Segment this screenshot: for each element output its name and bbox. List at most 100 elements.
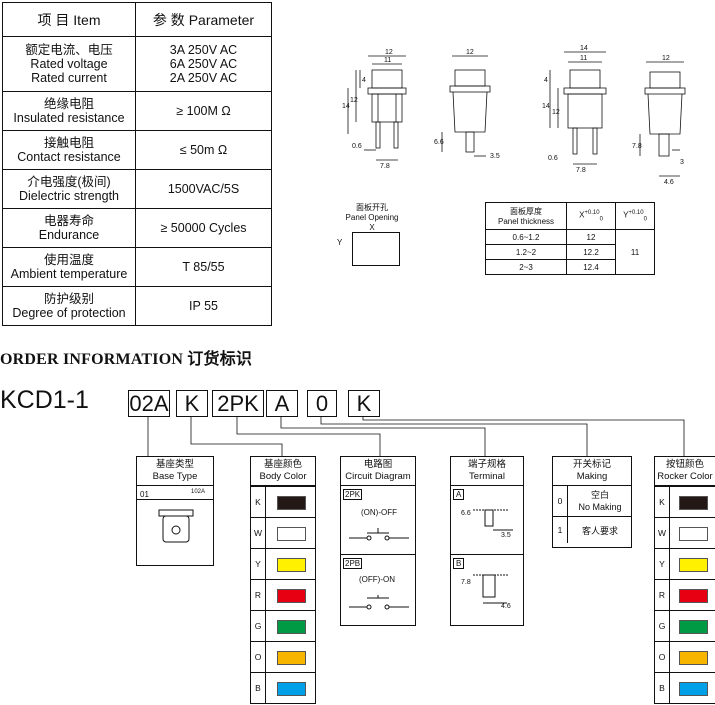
terminal-option-a: A 6.6 3.5 (451, 486, 523, 555)
order-information-title: ORDER INFORMATION 订货标识 (0, 351, 253, 368)
body-color-code: O (251, 642, 266, 672)
thickness-y-header: Y+0.100 (615, 202, 655, 230)
dim-d3-pitch: 7.8 (576, 167, 586, 174)
dim-d1-pitch: 7.8 (380, 163, 390, 170)
body-color-option: G (251, 610, 315, 641)
panel-opening-x: X (369, 223, 375, 232)
circuit-2pb-icon (349, 595, 409, 610)
thickness-x-header: X+0.100 (566, 202, 616, 230)
dim-d4-step: 3 (680, 159, 684, 166)
drawing-side-view-2: 12 7.8 3 4.6 (632, 55, 686, 186)
body-color-code: B (251, 673, 266, 703)
param-value: ≥ 50000 Cycles (135, 208, 272, 248)
body-color-swatch (277, 496, 306, 510)
rocker-color-code: B (655, 673, 670, 703)
model-prefix: KCD1-1 (0, 386, 89, 414)
dim-d4-base: 4.6 (664, 179, 674, 186)
circuit-option-2pb: 2PB (OFF)-ON (341, 555, 415, 623)
switch-base-icon (158, 509, 194, 543)
panel-opening-title-cn: 面板开孔 (356, 203, 388, 212)
rocker-color-option: R (655, 579, 715, 610)
dim-d2-top: 12 (466, 49, 474, 56)
rocker-color-code: Y (655, 549, 670, 579)
switch-technical-drawings: 12 11 4 14 12 0.6 7.8 12 6.6 3.5 14 11 4… (342, 45, 686, 186)
body-color-option: R (251, 579, 315, 610)
thickness-y-value: 11 (615, 229, 655, 275)
rocker-color-swatch (679, 496, 708, 510)
rocker-color-option: W (655, 517, 715, 548)
rocker-color-code: G (655, 611, 670, 641)
dim-d1-cap: 4 (362, 77, 366, 84)
body-color-code: Y (251, 549, 266, 579)
param-value: ≤ 50m Ω (135, 130, 272, 170)
body-color-swatch (277, 620, 306, 634)
dim-d2-pin: 6.6 (434, 139, 444, 146)
body-color-code: W (251, 518, 266, 548)
order-connector-lines (147, 416, 685, 456)
drawing-front-view-2: 14 11 4 14 12 0.6 7.8 (542, 45, 607, 174)
dim-d3-top: 14 (580, 45, 588, 52)
circuit-option-2pk: 2PK (ON)-OFF (341, 486, 415, 555)
rocker-color-code: K (655, 487, 670, 517)
body-color-swatch (277, 651, 306, 665)
body-color-option: B (251, 672, 315, 703)
rocker-color-option: B (655, 672, 715, 703)
code-base-type: 02A (128, 390, 170, 417)
rocker-color-swatch (679, 589, 708, 603)
panel-opening-title-en: Panel Opening (345, 213, 399, 222)
rocker-color-swatch (679, 558, 708, 572)
dim-d1-pin: 0.6 (352, 143, 362, 150)
dim-d3-inner: 11 (580, 55, 587, 62)
thickness-row: 1.2~2 12.2 (485, 244, 655, 260)
body-color-option: O (251, 641, 315, 672)
code-circuit: 2PK (212, 390, 264, 417)
param-value: T 85/55 (135, 247, 272, 287)
rocker-color-swatch (679, 651, 708, 665)
rocker-color-option: G (655, 610, 715, 641)
base-type-model: 102A (191, 489, 206, 495)
thickness-row: 0.6~1.2 12 11 (485, 229, 655, 275)
terminal-a-icon (473, 509, 513, 531)
dim-d1-height: 14 (342, 103, 350, 110)
dim-d1-body: 12 (350, 97, 358, 104)
param-value: IP 55 (135, 286, 272, 326)
dim-d2-offset: 3.5 (490, 153, 500, 160)
thickness-row: 2~3 12.4 (485, 259, 655, 275)
code-body-color: K (176, 390, 208, 417)
rocker-color-code: W (655, 518, 670, 548)
body-color-swatch (277, 589, 306, 603)
rocker-color-option: K (655, 486, 715, 517)
dim-d4-pin: 7.8 (632, 143, 642, 150)
param-value: 1500VAC/5S (135, 169, 272, 209)
dim-d3-cap: 4 (544, 77, 548, 84)
body-color-option: K (251, 486, 315, 517)
body-color-swatch (277, 558, 306, 572)
body-color-swatch (277, 527, 306, 541)
making-option-1: 1 客人要求 (553, 516, 631, 543)
rocker-color-code: O (655, 642, 670, 672)
body-color-code: G (251, 611, 266, 641)
panel-opening-rect (352, 232, 400, 266)
header-parameter: 参 数 Parameter (135, 2, 272, 37)
panel-opening-label: 面板开孔 Panel Opening X (332, 203, 412, 233)
code-making: 0 (307, 390, 337, 417)
terminal-option-b: B 7.8 4.6 (451, 555, 523, 623)
